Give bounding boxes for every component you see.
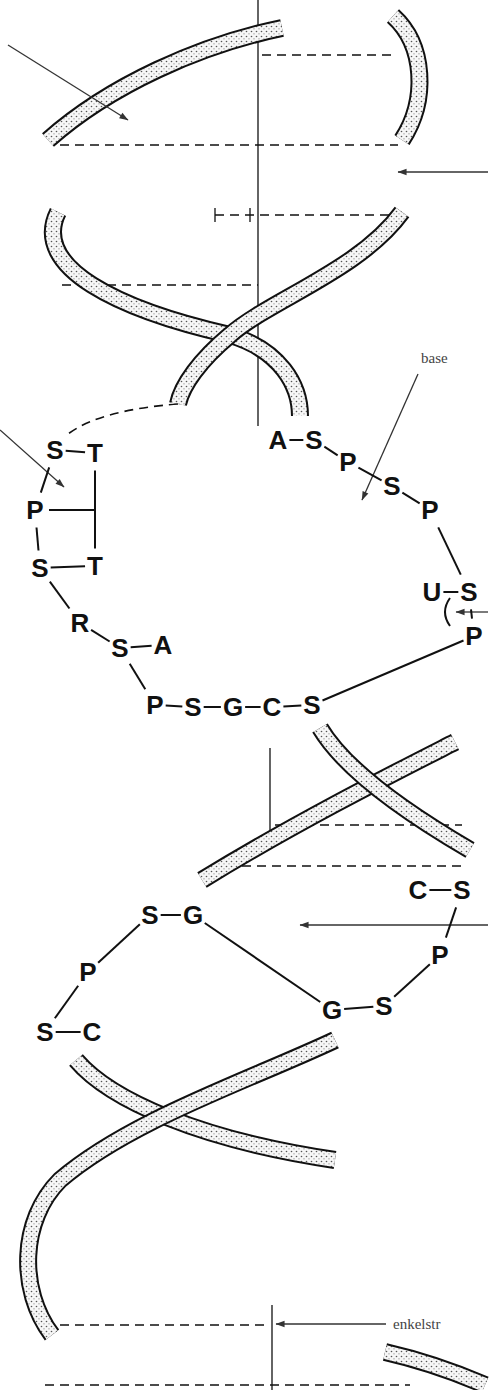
pair-arc bbox=[445, 598, 450, 626]
chain-bond bbox=[245, 706, 260, 708]
chain-bond bbox=[55, 986, 78, 1019]
chain-bond bbox=[41, 467, 49, 492]
backbone-ribbon bbox=[28, 1040, 335, 1335]
base-letter: S bbox=[184, 692, 201, 723]
base-letter: P bbox=[79, 957, 96, 988]
chain-bond bbox=[323, 640, 464, 700]
chain-bond bbox=[130, 664, 146, 689]
chain-bond bbox=[205, 923, 320, 1002]
backbone-ribbon bbox=[393, 16, 419, 140]
rung-tick bbox=[215, 208, 250, 222]
chain-bond bbox=[56, 1031, 81, 1033]
backbone-ribbon bbox=[178, 212, 402, 404]
pointer-arrow bbox=[8, 45, 128, 120]
chain-bond bbox=[324, 447, 337, 456]
backbone-ribbon bbox=[320, 728, 470, 850]
base-letter: G bbox=[183, 900, 203, 931]
backbone-ribbon bbox=[48, 28, 282, 140]
base-letter: S bbox=[303, 690, 320, 721]
backbone-ribbon bbox=[48, 28, 282, 140]
chain-bond bbox=[429, 889, 451, 891]
base-pair-rung bbox=[60, 144, 398, 146]
helix-axis bbox=[269, 748, 270, 842]
callout-label: enkelstr bbox=[392, 1316, 441, 1333]
chain-bonds bbox=[37, 440, 473, 1032]
helix-axis bbox=[257, 0, 258, 426]
base-letter: P bbox=[26, 495, 43, 526]
base-letter: P bbox=[339, 447, 356, 478]
chain-bond bbox=[289, 439, 303, 441]
base-letter: C bbox=[263, 692, 282, 723]
chain-bond bbox=[283, 705, 301, 708]
helix-axis bbox=[271, 1305, 272, 1390]
chain-bond bbox=[402, 493, 419, 504]
base-letter: S bbox=[383, 471, 400, 502]
chain-bond bbox=[438, 527, 461, 574]
chain-bond bbox=[166, 705, 183, 708]
base-letter: S bbox=[46, 435, 63, 466]
chain-bond bbox=[94, 471, 96, 549]
base-pair-rung bbox=[45, 1384, 410, 1386]
backbone-ribbon bbox=[320, 728, 470, 850]
base-letter: S bbox=[111, 633, 128, 664]
base-pair-rung bbox=[262, 54, 395, 56]
chain-bond bbox=[98, 924, 140, 962]
base-letter: C bbox=[83, 1017, 102, 1048]
base-pair-rung bbox=[45, 1324, 268, 1326]
chain-bond bbox=[204, 706, 221, 708]
chain-bond bbox=[443, 591, 458, 593]
base-pair-bond bbox=[49, 509, 95, 511]
backbone-ribbons bbox=[28, 16, 485, 1385]
base-letter: S bbox=[453, 875, 470, 906]
callout-label: base bbox=[420, 350, 449, 367]
base-letter: S bbox=[141, 900, 158, 931]
base-letter: T bbox=[87, 551, 103, 582]
chain-bond bbox=[161, 914, 181, 916]
backbone-ribbon bbox=[28, 1040, 335, 1335]
base-letter: P bbox=[431, 940, 448, 971]
pointer-arrow bbox=[300, 924, 488, 925]
backbone-dashed-link bbox=[68, 404, 178, 434]
chain-bond bbox=[131, 646, 152, 647]
chain-bond bbox=[446, 907, 456, 937]
base-letter: P bbox=[146, 690, 163, 721]
base-letter: G bbox=[322, 995, 342, 1026]
base-pair-rung bbox=[215, 214, 400, 216]
chain-bond bbox=[394, 964, 430, 997]
base-letter: S bbox=[375, 991, 392, 1022]
base-letter: U bbox=[423, 577, 442, 608]
backbone-ribbon bbox=[178, 212, 402, 404]
base-letter: P bbox=[421, 495, 438, 526]
base-letter: P bbox=[465, 621, 482, 652]
base-letter: S bbox=[31, 553, 48, 584]
axes-and-rungs bbox=[45, 0, 462, 1390]
chain-bond bbox=[344, 1007, 373, 1009]
base-letter: C bbox=[409, 875, 428, 906]
base-pair-rung bbox=[212, 865, 462, 867]
chain-bond bbox=[37, 527, 39, 550]
chain-bond bbox=[91, 630, 110, 642]
chain-bond bbox=[471, 609, 472, 618]
pointer-arrow bbox=[398, 171, 488, 172]
pointer-arrow bbox=[0, 430, 64, 487]
chain-bond bbox=[358, 468, 381, 481]
pointer-arrow bbox=[276, 1323, 386, 1324]
backbone-ribbon bbox=[385, 1352, 485, 1385]
base-letter: A bbox=[269, 425, 288, 456]
chain-bond bbox=[50, 582, 70, 609]
base-letter: S bbox=[36, 1017, 53, 1048]
base-letter: S bbox=[460, 577, 477, 608]
chain-bond bbox=[66, 451, 85, 452]
connections-and-arrows bbox=[0, 45, 488, 1324]
base-letter: S bbox=[305, 425, 322, 456]
base-letter: T bbox=[87, 438, 103, 469]
base-letter: R bbox=[71, 608, 90, 639]
base-letter: G bbox=[223, 692, 243, 723]
backbone-ribbon bbox=[385, 1352, 485, 1385]
base-letter: A bbox=[154, 630, 173, 661]
backbone-ribbon bbox=[393, 16, 419, 140]
chain-bond bbox=[51, 566, 85, 567]
